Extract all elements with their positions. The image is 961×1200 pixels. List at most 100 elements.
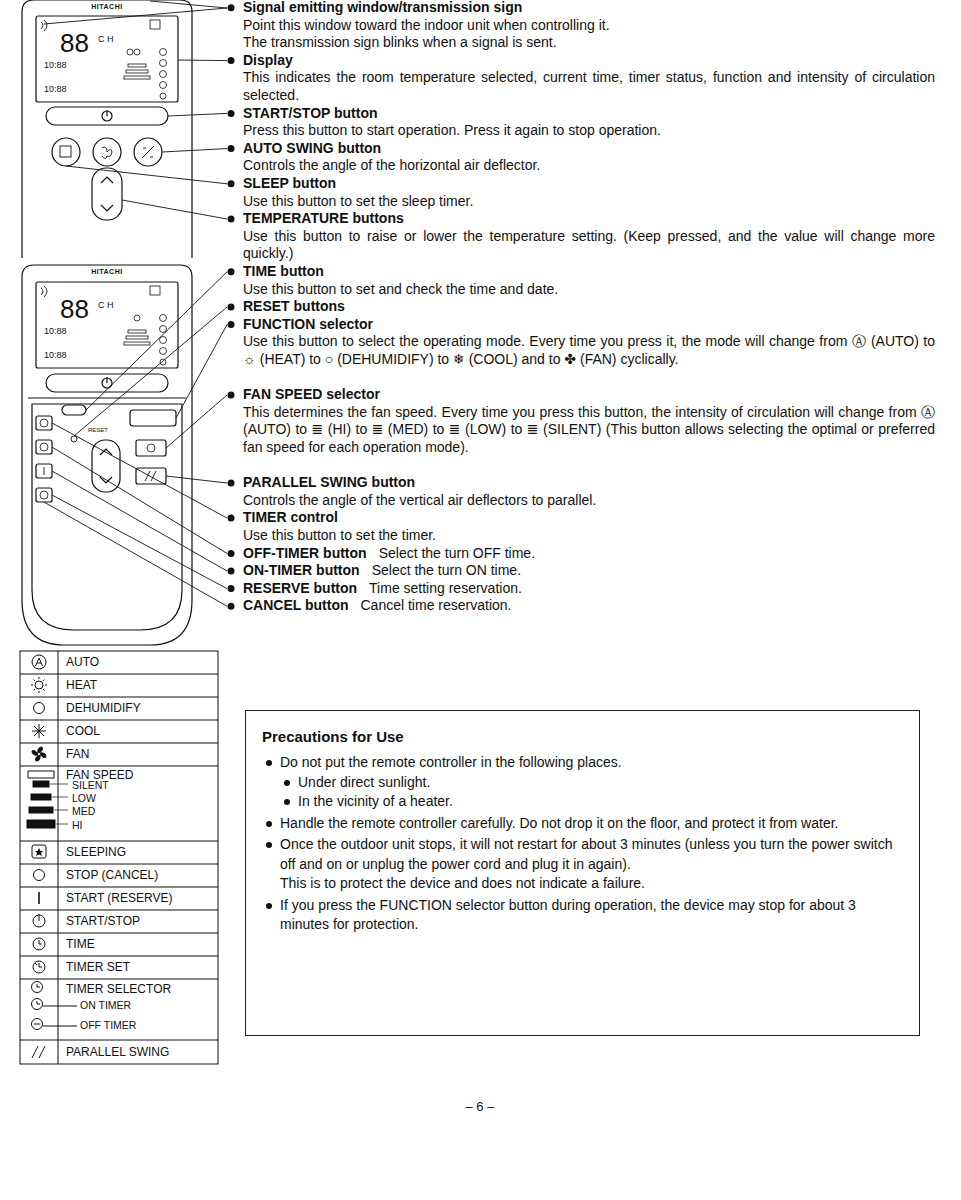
table-symbol xyxy=(39,940,42,944)
table-symbol xyxy=(32,982,43,993)
remote-closed xyxy=(160,49,167,56)
remote-open xyxy=(32,404,182,630)
remote-closed xyxy=(127,49,133,55)
remote-marking: C H xyxy=(98,300,114,310)
callout-dot xyxy=(228,180,235,187)
remote-closed xyxy=(142,146,154,158)
table-symbol xyxy=(34,1024,77,1026)
symbol-table-grid xyxy=(20,651,218,1064)
remote-open xyxy=(71,436,77,442)
precautions-box: Precautions for UseDo not put the remote… xyxy=(245,710,920,1036)
item-heading: TIMER control xyxy=(243,509,338,527)
remote-open xyxy=(40,491,48,499)
item-description: Controls the angle of the vertical air d… xyxy=(243,492,935,510)
leader-line xyxy=(166,476,227,483)
item-heading: FUNCTION selector xyxy=(243,316,373,334)
precaution-text: Once the outdoor unit stops, it will not… xyxy=(262,835,899,874)
callout-dot xyxy=(228,4,235,11)
item-heading: RESERVE button xyxy=(243,580,357,598)
remote-open xyxy=(136,468,166,484)
remote-closed xyxy=(128,64,146,67)
item-heading: Signal emitting window/transmission sign xyxy=(243,0,522,17)
table-cell: HEAT xyxy=(66,678,97,692)
item-heading: SLEEP button xyxy=(243,175,336,193)
remote-open xyxy=(130,410,176,426)
remote-closed xyxy=(101,177,113,211)
remote-open xyxy=(106,377,107,383)
table-symbol xyxy=(50,784,68,824)
table-symbol xyxy=(38,892,40,904)
remote-open xyxy=(28,397,186,398)
item-description: Use this button to set the timer. xyxy=(243,527,935,545)
remote-closed xyxy=(160,60,167,67)
remote-marking: HITACHI xyxy=(91,3,122,11)
table-symbol xyxy=(28,771,54,778)
remote-closed xyxy=(134,49,140,55)
leader-line xyxy=(74,307,227,436)
precaution-text: In the vicinity of a heater. xyxy=(262,792,899,812)
remote-closed xyxy=(160,71,167,78)
item-description: The transmission sign blinks when a sign… xyxy=(243,34,557,52)
item-heading: Display xyxy=(243,52,293,70)
remote-open xyxy=(160,326,167,333)
remote-marking: 10:88 xyxy=(44,326,67,336)
table-symbol xyxy=(35,963,42,967)
bullet-dot xyxy=(266,821,272,827)
leader-line xyxy=(176,325,227,418)
table-symbol xyxy=(33,938,45,950)
table-cell: START (RESERVE) xyxy=(66,891,172,905)
leader-line xyxy=(122,200,227,219)
precaution-text: This is to protect the device and does n… xyxy=(262,874,899,894)
item-description: This determines the fan speed. Every tim… xyxy=(243,404,935,457)
callout-dot xyxy=(228,268,235,275)
remote-marking: HITACHI xyxy=(91,268,122,276)
table-symbol xyxy=(34,703,45,714)
remote-closed xyxy=(126,70,148,73)
item-description: Controls the angle of the horizontal air… xyxy=(243,157,935,175)
remote-open xyxy=(41,286,47,297)
item-description: Select the turn ON time. xyxy=(372,562,521,580)
remote-open xyxy=(150,286,160,295)
leader-line xyxy=(52,423,227,518)
page-number: – 6 – xyxy=(466,1098,495,1116)
callout-dot xyxy=(228,110,235,117)
remote-open xyxy=(22,265,192,645)
leader-line xyxy=(162,149,227,152)
remote-closed xyxy=(46,107,168,125)
callout-dot xyxy=(228,321,235,328)
remote-open xyxy=(40,443,48,451)
remote-closed xyxy=(93,138,121,166)
item-description: This indicates the room temperature sele… xyxy=(243,69,935,104)
remote-closed xyxy=(92,168,122,220)
remote-open xyxy=(22,265,192,645)
table-symbol xyxy=(32,724,46,738)
table-symbol xyxy=(29,807,53,813)
table-cell: MED xyxy=(72,805,95,817)
table-symbol xyxy=(39,914,40,921)
remote-closed xyxy=(160,93,166,99)
remote-open xyxy=(147,444,155,452)
callout-dot xyxy=(228,304,235,311)
callout-dot xyxy=(228,550,235,557)
remote-marking: 10:88 xyxy=(44,84,67,94)
remote-open xyxy=(44,467,45,475)
table-cell: FAN xyxy=(66,747,89,761)
table-cell: STOP (CANCEL) xyxy=(66,868,158,882)
remote-closed xyxy=(36,16,178,102)
leader-line xyxy=(44,1,227,606)
table-symbol xyxy=(31,794,51,800)
remote-open xyxy=(134,315,140,321)
table-symbol xyxy=(32,655,46,669)
table-cell: SILENT xyxy=(72,779,109,791)
callout-dot xyxy=(228,480,235,487)
symbol-table-grid xyxy=(20,651,218,1064)
remote-closed xyxy=(60,146,71,157)
item-heading: TEMPERATURE buttons xyxy=(243,210,404,228)
remote-open xyxy=(92,440,120,492)
leader-line xyxy=(150,1,227,8)
remote-open xyxy=(36,464,52,478)
callout-dot xyxy=(228,392,235,399)
leader-line xyxy=(44,502,227,606)
item-description: Point this window toward the indoor unit… xyxy=(243,17,610,35)
item-heading: PARALLEL SWING button xyxy=(243,474,415,492)
